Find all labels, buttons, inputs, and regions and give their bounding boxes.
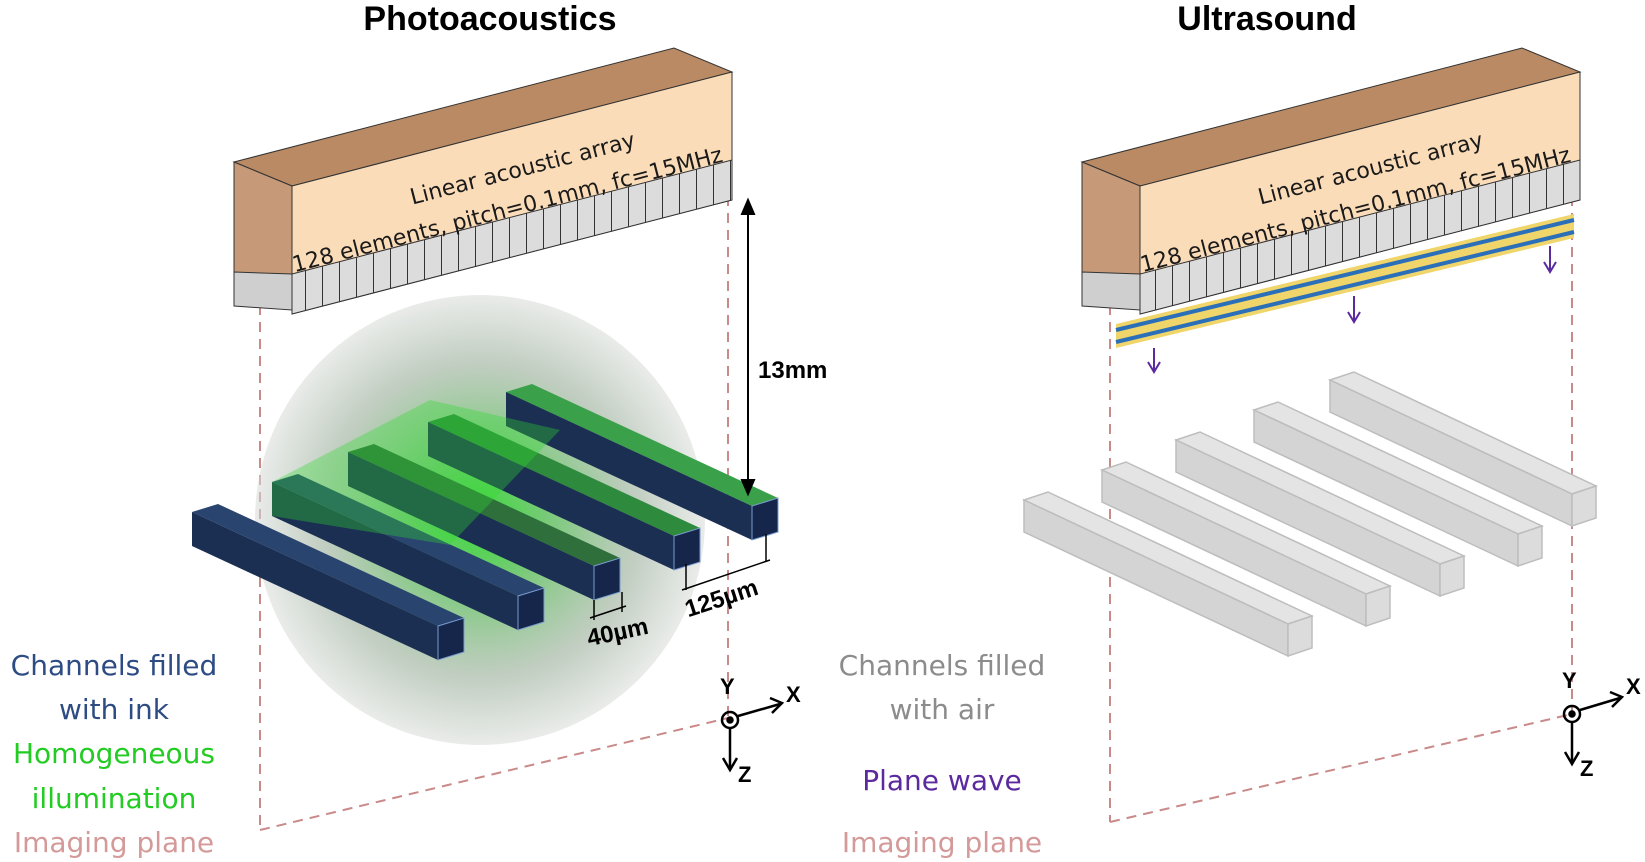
- right-title: Ultrasound: [1177, 0, 1356, 38]
- spacing-dimension: [681, 534, 771, 591]
- legend-channels-ink-line2: with ink: [59, 693, 170, 726]
- air-channel-4: [1251, 401, 1545, 568]
- ink-channel-2: [272, 474, 545, 631]
- air-channel-3: [1173, 431, 1467, 598]
- ink-channel-1: [192, 504, 465, 661]
- left-linear-array: [232, 47, 734, 315]
- right-legend: Channels filled with air Plane wave Imag…: [839, 649, 1046, 859]
- right-panel: Ultrasound Linear acoustic array 128 ele…: [839, 0, 1641, 859]
- left-title: Photoacoustics: [363, 0, 616, 38]
- right-axis-x: X: [1626, 674, 1641, 699]
- right-linear-array: [1080, 47, 1582, 315]
- right-axis: [1562, 690, 1625, 767]
- depth-dimension: [740, 197, 756, 497]
- legend-channels-air-line2: with air: [890, 693, 995, 726]
- legend-imaging-plane-left: Imaging plane: [14, 826, 214, 859]
- left-panel: Photoacoustics Linear acoustic array 128…: [11, 0, 828, 859]
- plane-wave-band: [1115, 214, 1575, 348]
- depth-label: 13mm: [758, 357, 827, 384]
- legend-illumination-line1: Homogeneous: [13, 737, 215, 770]
- width-dimension: [589, 592, 627, 620]
- legend-imaging-plane-right: Imaging plane: [842, 826, 1042, 859]
- left-axis-x: X: [786, 682, 801, 707]
- left-axis-z: Z: [738, 762, 751, 787]
- legend-plane-wave: Plane wave: [862, 764, 1022, 797]
- ink-channel-3: [348, 444, 621, 601]
- air-channel-5: [1327, 371, 1599, 528]
- ink-channel-4: [428, 414, 701, 571]
- legend-illumination-line2: illumination: [32, 782, 197, 815]
- legend-channels-ink-line1: Channels filled: [11, 649, 218, 682]
- ink-channel-5: [506, 384, 779, 541]
- plane-wave-arrows: [1147, 246, 1557, 374]
- right-axis-z: Z: [1580, 756, 1593, 781]
- left-axis: [720, 696, 785, 773]
- ink-channels: [192, 384, 779, 661]
- right-axis-y: Y: [1562, 668, 1577, 693]
- air-channel-1: [1021, 491, 1315, 658]
- air-channel-2: [1099, 461, 1393, 628]
- left-axis-y: Y: [720, 674, 735, 699]
- legend-channels-air-line1: Channels filled: [839, 649, 1046, 682]
- air-channels: [1021, 371, 1599, 658]
- left-legend: Channels filled with ink Homogeneous ill…: [11, 649, 218, 859]
